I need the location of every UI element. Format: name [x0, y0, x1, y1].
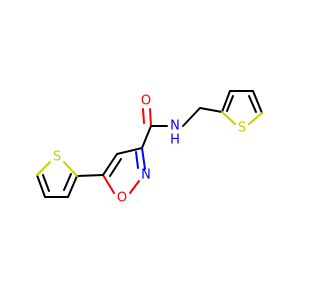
atom-label-thiophene-sulfur-right: S [238, 121, 246, 136]
bond-iso-c3-c4 [116, 147, 143, 155]
bond-iso-c4-c5-inner [109, 158, 122, 177]
bond-rt-c4-c5-inner [248, 95, 257, 113]
bond-carbonyl-double-a [149, 108, 152, 127]
atom-label-amide-hydrogen: H [170, 133, 180, 148]
bond-lt-c2-c3-inner [63, 173, 72, 191]
bond-rt-c2-c3-inner [226, 95, 234, 112]
bond-ch2-thiophene [199, 107, 223, 113]
atom-label-amide-nitrogen: N [170, 119, 180, 134]
bond-n-ch2 [182, 107, 201, 127]
bond-lt-c4-c5 [36, 174, 46, 198]
structure-svg: O N H N O S S [36, 90, 263, 206]
bonds [36, 90, 263, 198]
bond-iso-n-c3 [141, 147, 146, 170]
bond-rt-c2-c3 [221, 90, 231, 113]
bond-iso-n-c3-inner [135, 151, 139, 169]
bond-lt-c2-c3 [67, 175, 78, 198]
bond-iso-c4-c5 [102, 153, 118, 176]
bond-carbonyl-double-b [142, 108, 145, 124]
atom-label-isoxazole-nitrogen: N [141, 168, 151, 183]
bond-iso-c5-o [102, 174, 115, 194]
atom-label-isoxazole-oxygen: O [117, 191, 127, 206]
atom-label-thiophene-sulfur-left: S [53, 150, 61, 165]
atom-label-carbonyl-oxygen: O [141, 94, 151, 109]
bond-lt-c5-s [36, 161, 51, 176]
bond-c3-carbonyl [141, 125, 152, 149]
bond-lt-link [76, 174, 104, 177]
bond-lt-s-c2 [63, 161, 78, 177]
molecule-diagram: O N H N O S S [36, 90, 263, 206]
bond-iso-o-n [129, 180, 140, 194]
bond-rt-c4-c5 [252, 90, 263, 114]
atom-labels: O N H N O S S [53, 94, 246, 206]
bond-rt-c5-s [248, 112, 263, 125]
bond-lt-c4-c5-inner [42, 174, 50, 192]
bond-rt-s-c2 [221, 111, 236, 125]
